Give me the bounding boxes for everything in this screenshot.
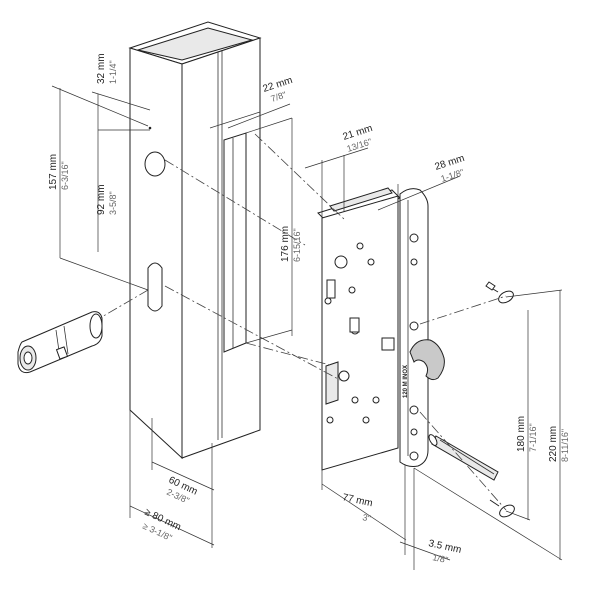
dim-220mm-inch: 8-11/16"	[560, 429, 570, 462]
dim-3-5mm-inch: 1/8"	[432, 552, 449, 565]
post-slot	[223, 132, 247, 353]
screw-icon	[428, 281, 515, 518]
dim-22mm-inch: 7/8"	[270, 90, 288, 104]
lock-label: 120 M INOX	[403, 365, 409, 398]
bolt-icon	[409, 339, 445, 381]
dim-92mm-inch: 3-5/8"	[108, 191, 118, 215]
dim-32mm-inch: 1-1/4"	[108, 60, 118, 84]
lock-case	[321, 195, 399, 471]
dim-92mm: 92 mm	[96, 184, 107, 215]
dim-157mm-inch: 6-3/16"	[60, 161, 70, 190]
cylinder-icon	[17, 311, 103, 374]
dim-157mm: 157 mm	[48, 154, 59, 190]
dim-180mm: 180 mm	[516, 416, 527, 452]
dim-220mm: 220 mm	[548, 426, 559, 462]
dim-32mm: 32 mm	[96, 53, 107, 84]
post-icon	[128, 21, 262, 460]
dim-176mm: 176 mm	[280, 226, 291, 262]
post-hole-lower	[147, 262, 163, 312]
dim-77mm: 77 mm	[341, 492, 373, 509]
post-top-opening	[136, 27, 254, 61]
post-side-face	[181, 37, 261, 459]
dim-180mm-inch: 7-1/16"	[528, 423, 538, 452]
dim-77mm-inch: 3"	[362, 512, 372, 523]
post-hole-upper	[144, 151, 166, 177]
post-front-face	[129, 47, 183, 460]
assembly-lines	[99, 133, 507, 511]
dim-176mm-inch: 6-15/16"	[292, 228, 302, 262]
lock-body-icon: 120 M INOX	[317, 187, 445, 471]
